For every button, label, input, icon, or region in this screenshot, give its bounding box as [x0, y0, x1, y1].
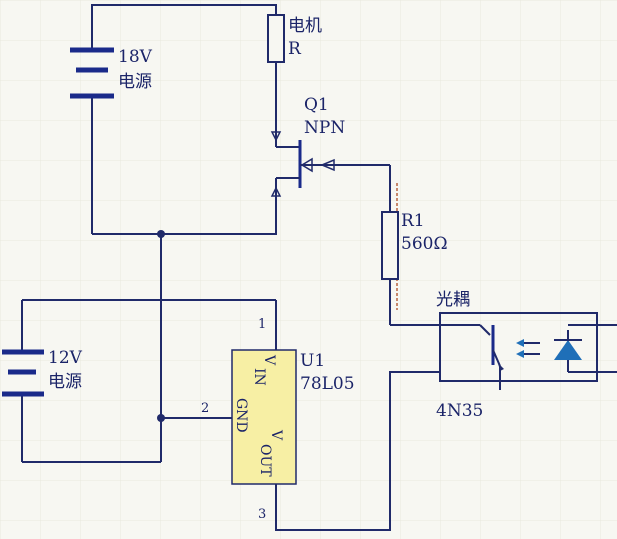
optocoupler-part: 4N35 [436, 401, 483, 421]
battery-12v-label: 电源 [48, 372, 82, 392]
battery-18v-voltage: 18V [118, 47, 153, 67]
resistor-r1-value: 560Ω [401, 234, 448, 254]
regulator-vin-label: V [261, 354, 277, 366]
regulator-vin-sub: IN [251, 368, 267, 386]
transistor-ref: Q1 [304, 95, 329, 115]
motor-resistor-symbol[interactable] [267, 14, 285, 63]
regulator-ref: U1 [300, 351, 325, 371]
resistor-r1-symbol[interactable] [381, 211, 399, 280]
junction-dot [157, 230, 165, 238]
regulator-vout-label: V [268, 429, 284, 441]
wires-18v-circuit [91, 4, 277, 235]
transistor-type: NPN [304, 118, 345, 138]
battery-18v-symbol[interactable] [70, 47, 114, 99]
battery-18v-label: 电源 [118, 72, 152, 92]
regulator-pin2: 2 [201, 401, 209, 416]
regulator-u1-body[interactable] [231, 349, 297, 485]
junction-dot [157, 414, 165, 422]
battery-12v-voltage: 12V [48, 348, 83, 368]
regulator-gnd-label: GND [233, 398, 249, 433]
optocoupler-symbol[interactable] [439, 312, 617, 390]
optocoupler-label: 光耦 [436, 290, 470, 310]
resistor-r1-ref: R1 [401, 211, 425, 231]
regulator-vout-sub: OUT [257, 444, 273, 477]
motor-type-label: R [288, 39, 302, 59]
regulator-part: 78L05 [300, 374, 355, 394]
battery-12v-symbol[interactable] [2, 349, 44, 397]
motor-label: 电机 [288, 16, 322, 36]
regulator-pin1: 1 [258, 317, 266, 332]
transistor-q1-symbol[interactable] [270, 131, 390, 197]
wires-12v-circuit [21, 234, 440, 531]
regulator-pin3: 3 [258, 507, 266, 522]
